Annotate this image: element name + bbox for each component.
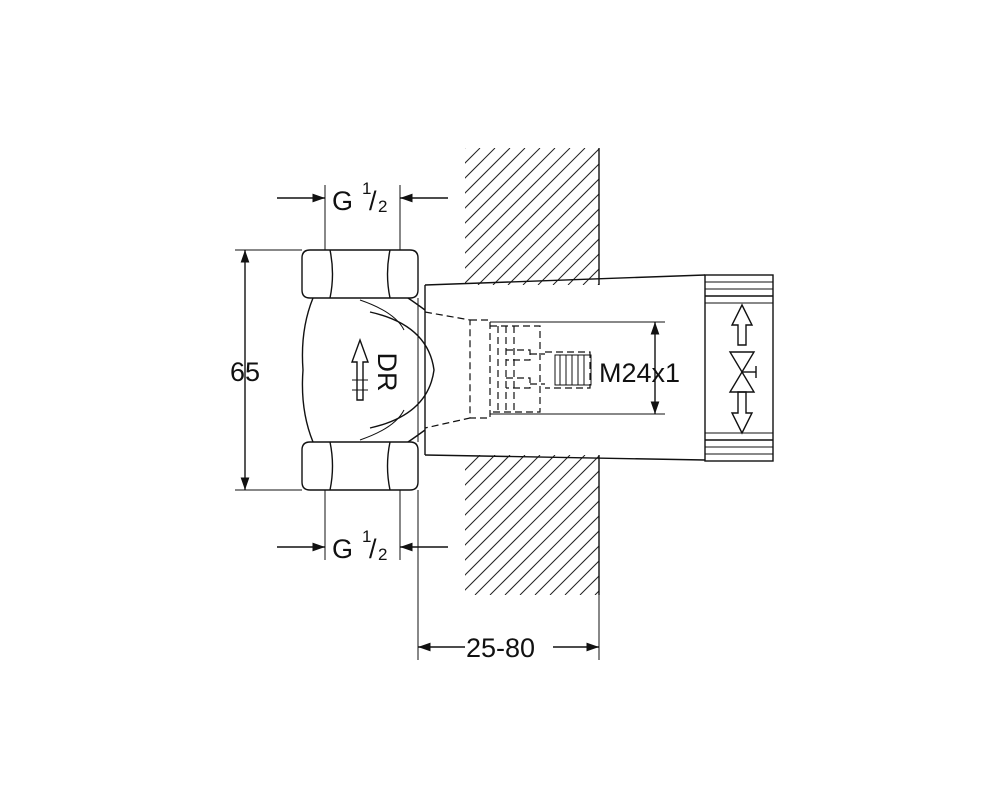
hatch-line bbox=[537, 223, 599, 285]
hatch-line bbox=[625, 455, 765, 595]
hatch-line bbox=[474, 470, 599, 595]
top-thread-dimension: G 1 / 2 bbox=[277, 179, 448, 250]
height-label: 65 bbox=[230, 357, 260, 387]
hatch-line bbox=[489, 485, 599, 595]
top-hex-nut bbox=[301, 249, 419, 299]
close-arrow-icon bbox=[730, 391, 754, 435]
hatch-line bbox=[718, 148, 855, 285]
bottom-thread-dimension: G 1 / 2 bbox=[277, 490, 448, 564]
hatch-line bbox=[465, 455, 586, 576]
hidden-spindle bbox=[424, 311, 591, 429]
thread-dimension: M24x1 bbox=[490, 321, 680, 415]
hatch-line bbox=[465, 455, 496, 486]
hatch-line bbox=[492, 178, 599, 285]
hatch-line bbox=[715, 455, 855, 595]
hatch-line bbox=[564, 560, 599, 595]
height-dimension: 65 bbox=[230, 249, 302, 491]
hatch-line bbox=[594, 590, 599, 595]
depth-label: 25-80 bbox=[466, 633, 535, 663]
hatch-line bbox=[465, 148, 599, 284]
hatch-line bbox=[730, 455, 870, 595]
top-thread-slash: / bbox=[369, 186, 377, 216]
hatch-line bbox=[628, 148, 765, 285]
hatch-line bbox=[465, 455, 481, 471]
spindle-sleeve bbox=[424, 274, 706, 461]
bottom-thread-g: G bbox=[332, 534, 353, 564]
top-thread-g: G bbox=[332, 186, 353, 216]
hatch-line bbox=[465, 455, 511, 501]
bottom-thread-den: 2 bbox=[378, 545, 387, 564]
hatch-line bbox=[465, 148, 571, 254]
hatch-line bbox=[613, 148, 750, 285]
hatch-line bbox=[519, 515, 599, 595]
hatch-line bbox=[465, 455, 571, 561]
hatch-line bbox=[465, 148, 541, 224]
spindle-thread-end bbox=[554, 354, 592, 386]
bottom-thread-slash: / bbox=[369, 534, 377, 564]
central-body bbox=[301, 297, 435, 443]
hatch-line bbox=[477, 163, 599, 285]
wall-section-top bbox=[465, 148, 870, 285]
hatch-line bbox=[552, 238, 599, 285]
hatch-line bbox=[610, 455, 750, 595]
hatch-line bbox=[465, 455, 541, 531]
hatch-line bbox=[567, 253, 599, 285]
hatch-line bbox=[688, 148, 825, 285]
hatch-line bbox=[670, 455, 810, 595]
hatch-line bbox=[465, 148, 586, 269]
hatch-line bbox=[733, 148, 870, 285]
bottom-thread-num: 1 bbox=[362, 527, 371, 546]
bottom-hex-nut bbox=[301, 441, 419, 491]
hatch-line bbox=[465, 148, 511, 194]
spindle-thread-label: M24x1 bbox=[599, 358, 680, 388]
hatch-line bbox=[700, 455, 840, 595]
depth-dimension: 25-80 bbox=[417, 490, 600, 663]
hatch-line bbox=[658, 148, 795, 285]
valve-symbol-icon bbox=[728, 351, 757, 393]
hatch-line bbox=[522, 208, 599, 285]
hatch-line bbox=[549, 545, 599, 595]
hatch-line bbox=[465, 148, 556, 239]
top-thread-den: 2 bbox=[378, 197, 387, 216]
hatch-line bbox=[703, 148, 840, 285]
hatch-line bbox=[640, 455, 780, 595]
hatch-line bbox=[465, 455, 466, 456]
hatch-line bbox=[465, 455, 556, 546]
hatch-line bbox=[465, 455, 526, 516]
wall-section-bottom bbox=[465, 455, 870, 595]
hatch-line bbox=[465, 148, 526, 209]
body-marking-text: DR bbox=[372, 353, 402, 392]
hatch-line bbox=[465, 148, 481, 164]
hatch-line bbox=[579, 575, 599, 595]
hatch-line bbox=[582, 268, 599, 285]
hatch-line bbox=[534, 530, 599, 595]
hatch-line bbox=[465, 148, 496, 179]
top-thread-num: 1 bbox=[362, 179, 371, 198]
hatch-line bbox=[597, 283, 599, 285]
hatch-line bbox=[673, 148, 810, 285]
hatch-line bbox=[685, 455, 825, 595]
handle-cap bbox=[704, 274, 774, 462]
valve-body: DR bbox=[301, 249, 435, 491]
hatch-line bbox=[465, 148, 466, 149]
hatch-line bbox=[643, 148, 780, 285]
open-arrow-icon bbox=[730, 303, 754, 346]
hatch-line bbox=[507, 193, 599, 285]
flow-arrow-icon bbox=[351, 337, 369, 401]
hatch-line bbox=[504, 500, 599, 595]
hatch-line bbox=[655, 455, 795, 595]
hatch-line bbox=[465, 455, 599, 591]
